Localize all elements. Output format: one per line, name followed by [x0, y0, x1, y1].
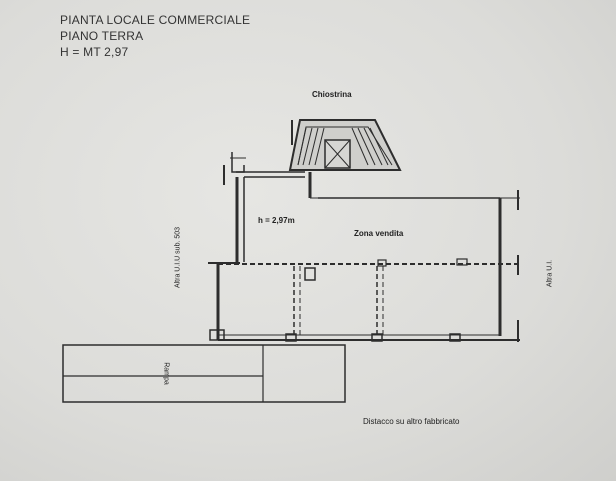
- plan-walls: [208, 172, 520, 342]
- dashed-beams: [218, 263, 518, 335]
- label-distacco: Distacco su altro fabbricato: [363, 417, 460, 426]
- label-chiostrina: Chiostrina: [312, 90, 352, 99]
- chiostrina-stair: [288, 119, 402, 171]
- label-altra-right: Altra U.I.: [546, 259, 554, 288]
- drawing-header: PIANTA LOCALE COMMERCIALE PIANO TERRA H …: [60, 12, 250, 60]
- column-square: [304, 267, 316, 281]
- header-height: H = MT 2,97: [60, 45, 129, 59]
- label-zona-vendita: Zona vendita: [354, 229, 404, 238]
- rampa-area: [62, 344, 346, 403]
- label-altra-left: Altra U.I.U sub. 503: [174, 226, 182, 289]
- header-floor: PIANO TERRA: [60, 29, 144, 43]
- label-height: h = 2,97m: [258, 216, 295, 225]
- label-rampa: Rampa: [162, 362, 170, 385]
- pipe-symbol: [223, 152, 246, 185]
- header-title: PIANTA LOCALE COMMERCIALE: [60, 13, 251, 27]
